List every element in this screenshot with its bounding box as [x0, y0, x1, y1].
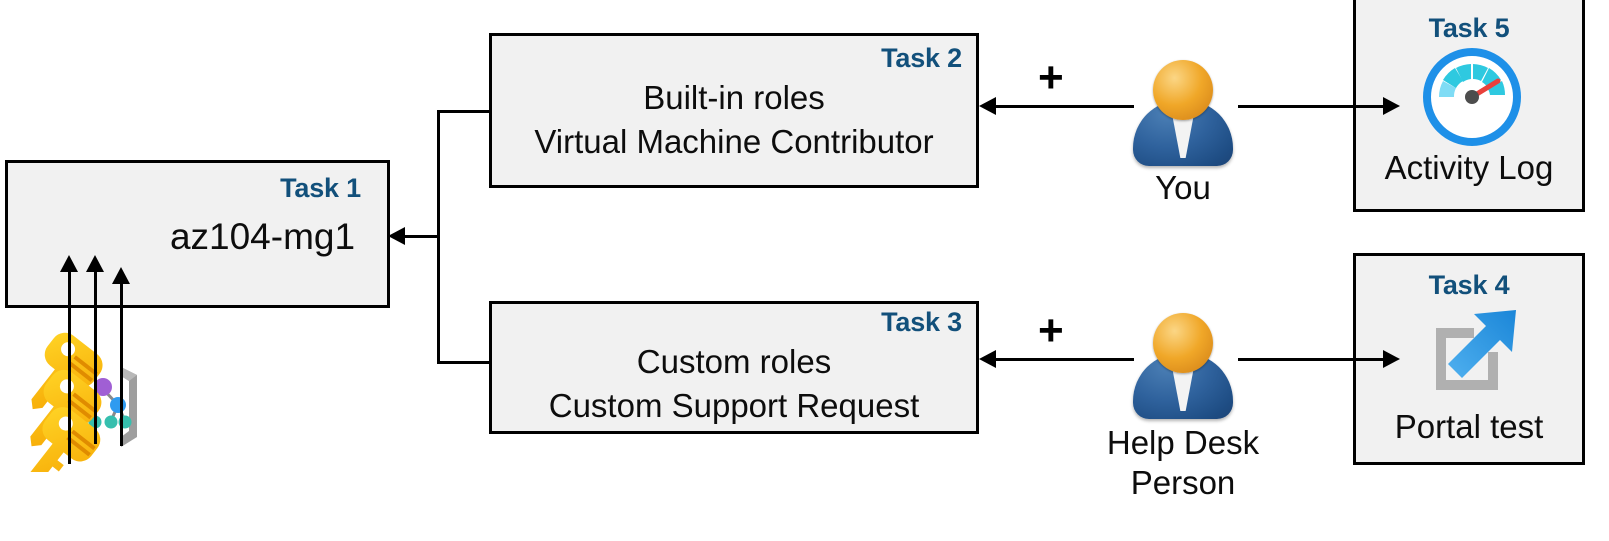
plus-sign-bottom: +: [1038, 306, 1064, 355]
task-2-text: Built-in roles Virtual Machine Contribut…: [534, 79, 934, 160]
task-2-box[interactable]: Task 2 Built-in roles Virtual Machine Co…: [489, 33, 979, 188]
task-2-label: Task 2: [881, 43, 962, 73]
actor-you[interactable]: You: [1131, 60, 1235, 206]
connector-task1-arrowhead: [388, 227, 405, 245]
connector-you-to-task5: [1238, 105, 1383, 108]
connector-task4-arrowhead: [1383, 350, 1400, 368]
activity-gauge-icon: [1422, 47, 1522, 147]
actor-help-desk-caption: Help Desk Person: [1106, 424, 1260, 501]
task-3-text: Custom roles Custom Support Request: [548, 343, 920, 424]
connector-keys-1-arrowhead: [60, 255, 78, 272]
person-head: [1153, 60, 1213, 120]
connector-keys-2-arrowhead: [86, 255, 104, 272]
connector-keys-1: [68, 264, 71, 464]
plus-sign-top: +: [1038, 53, 1064, 102]
task-5-caption: Activity Log: [1384, 149, 1554, 186]
task-4-caption: Portal test: [1394, 408, 1544, 445]
connector-keys-3-arrowhead: [112, 267, 130, 284]
connector-keys-3: [120, 276, 123, 446]
connector-helpdesk-to-task3: [996, 358, 1134, 361]
connector-helpdesk-to-task4: [1238, 358, 1383, 361]
external-link-icon: [1424, 306, 1520, 402]
connector-task5-arrowhead: [1383, 97, 1400, 115]
keys-icon: [24, 332, 158, 490]
actor-you-caption: You: [1155, 169, 1211, 206]
connector-task2-stub: [437, 110, 492, 113]
task-4-label: Task 4: [1428, 270, 1510, 300]
task-5-label: Task 5: [1428, 13, 1510, 43]
connector-task3-stub: [437, 361, 492, 364]
person-head: [1153, 313, 1213, 373]
task-1-box[interactable]: Task 1 az104-mg1: [5, 160, 390, 447]
connector-keys-2: [94, 264, 97, 444]
task-3-label: Task 3: [881, 307, 962, 337]
task-1-text: az104-mg1: [169, 216, 356, 257]
task-3-box[interactable]: Task 3 Custom roles Custom Support Reque…: [489, 301, 979, 434]
actor-help-desk[interactable]: Help Desk Person: [1107, 313, 1259, 501]
connector-task3-arrowhead: [979, 350, 996, 368]
task-1-label: Task 1: [280, 173, 361, 203]
connector-task2-arrowhead: [979, 97, 996, 115]
connector-bus-to-task1: [404, 235, 440, 238]
connector-you-to-task2: [996, 105, 1134, 108]
